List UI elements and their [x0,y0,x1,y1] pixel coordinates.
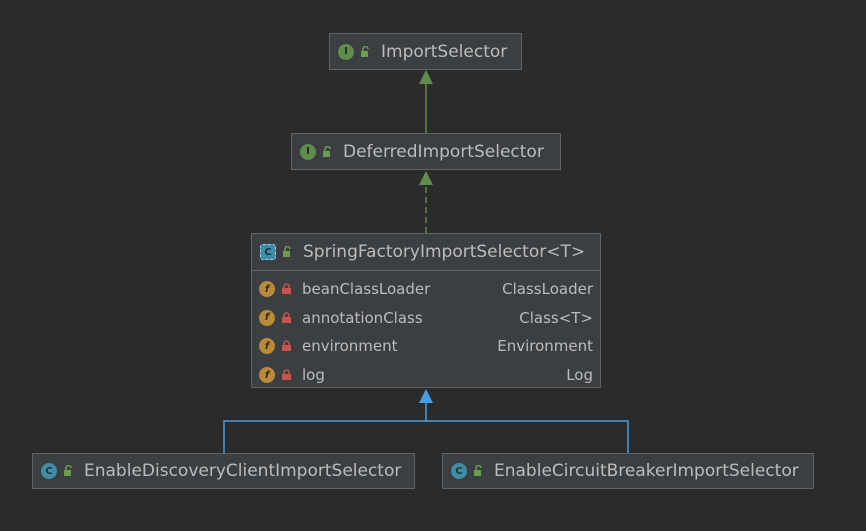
static-field-icon: f [259,367,275,384]
public-unlock-icon [63,465,74,477]
field-row[interactable]: f beanClassLoader ClassLoader [252,275,600,304]
node-import-selector[interactable]: I ImportSelector [329,33,522,70]
public-unlock-icon [322,145,333,158]
abstract-class-icon: C [260,244,276,260]
field-row[interactable]: f annotationClass Class<T> [252,304,600,333]
field-icon: f [259,309,275,326]
class-icon: C [41,463,57,479]
field-name: log [302,366,325,385]
private-lock-icon [281,340,292,352]
private-lock-icon [281,312,292,324]
node-header: C EnableDiscoveryClientImportSelector [33,454,414,488]
node-spring-factory-import-selector[interactable]: C SpringFactoryImportSelector<T> f beanC… [251,233,601,388]
node-title: ImportSelector [381,41,508,62]
node-header: C EnableCircuitBreakerImportSelector [443,454,813,488]
class-icon: C [451,463,467,479]
node-deferred-import-selector[interactable]: I DeferredImportSelector [291,133,561,170]
node-header: I ImportSelector [330,34,521,69]
field-icon: f [259,281,275,298]
node-enable-discovery-client-import-selector[interactable]: C EnableDiscoveryClientImportSelector [32,453,415,489]
edge-arrowhead-import [419,70,433,84]
field-list: f beanClassLoader ClassLoader f annotati… [252,270,600,391]
public-unlock-icon [473,465,484,477]
field-type: Class<T> [519,308,593,327]
field-name: annotationClass [302,308,423,327]
field-type: Environment [497,337,593,356]
node-title: EnableDiscoveryClientImportSelector [84,461,402,481]
field-type: ClassLoader [502,280,593,299]
field-icon: f [259,338,275,355]
private-lock-icon [281,283,292,295]
edge-discovery-extends-spring [223,402,427,454]
interface-icon: I [300,143,316,160]
interface-icon: I [338,43,354,60]
field-name: environment [302,337,398,356]
node-enable-circuit-breaker-import-selector[interactable]: C EnableCircuitBreakerImportSelector [442,453,814,489]
edge-circuit-extends-spring [426,420,629,454]
field-name: beanClassLoader [302,280,431,299]
public-unlock-icon [360,45,371,58]
private-lock-icon [281,369,292,381]
node-title: SpringFactoryImportSelector<T> [303,242,586,262]
field-row[interactable]: f environment Environment [252,332,600,361]
edge-arrowhead-spring [419,389,433,403]
node-header: I DeferredImportSelector [292,134,560,169]
field-type: Log [566,366,593,385]
public-unlock-icon [282,246,293,258]
node-title: DeferredImportSelector [343,141,544,162]
node-title: EnableCircuitBreakerImportSelector [494,461,799,481]
edge-arrowhead-deferred [419,171,433,185]
node-header: C SpringFactoryImportSelector<T> [252,234,600,270]
field-row[interactable]: f log Log [252,361,600,390]
